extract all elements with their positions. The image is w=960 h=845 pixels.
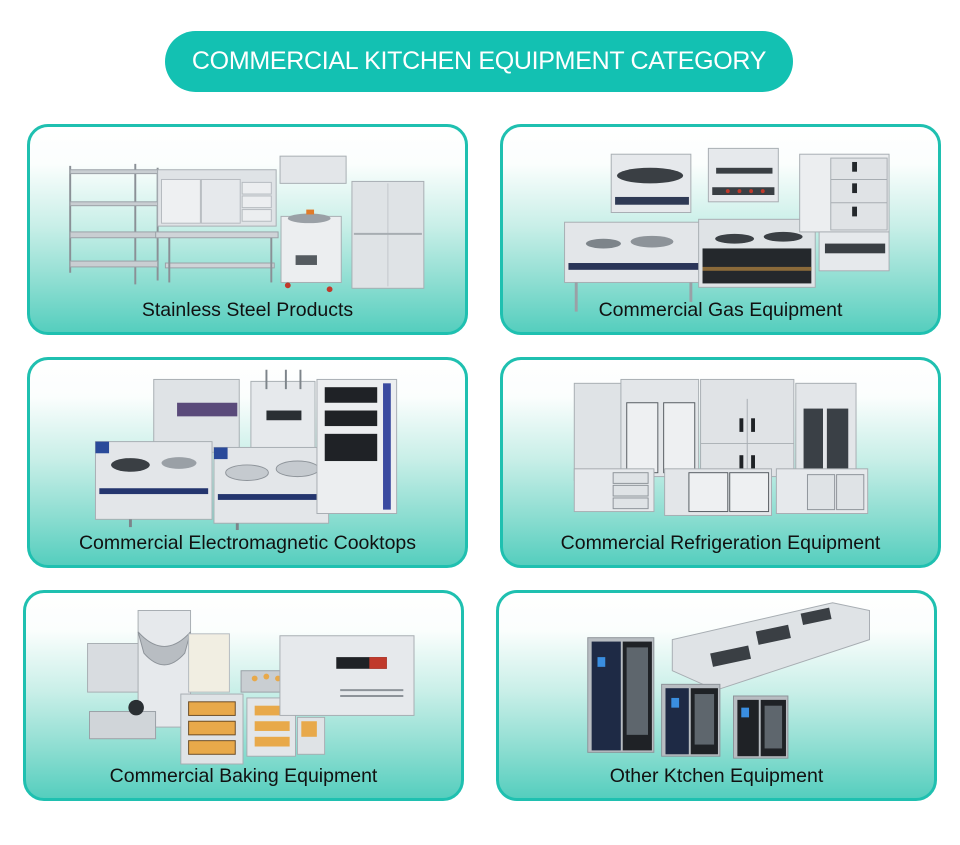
category-card-other-kitchen-equipment[interactable]: Other Ktchen Equipment bbox=[496, 590, 937, 801]
category-card-gas-equipment[interactable]: Commercial Gas Equipment bbox=[500, 124, 941, 335]
category-card-refrigeration-equipment[interactable]: Commercial Refrigeration Equipment bbox=[500, 357, 941, 568]
category-label: Commercial Electromagnetic Cooktops bbox=[78, 532, 417, 554]
page-title: COMMERCIAL KITCHEN EQUIPMENT CATEGORY bbox=[191, 47, 767, 75]
category-label: Commercial Baking Equipment bbox=[109, 765, 378, 787]
category-label: Commercial Gas Equipment bbox=[598, 299, 843, 321]
other-kitchen-equipment-image bbox=[587, 602, 871, 759]
category-card-electromagnetic-cooktops[interactable]: Commercial Electromagnetic Cooktops bbox=[27, 357, 468, 568]
category-card-baking-equipment[interactable]: Commercial Baking Equipment bbox=[23, 590, 464, 801]
category-label: Commercial Refrigeration Equipment bbox=[560, 532, 881, 554]
baking-equipment-image bbox=[87, 610, 415, 765]
category-label: Other Ktchen Equipment bbox=[609, 765, 824, 787]
refrigeration-equipment-image bbox=[573, 378, 869, 516]
electromagnetic-cooktops-image bbox=[94, 369, 398, 531]
category-banner: COMMERCIAL KITCHEN EQUIPMENT CATEGORY bbox=[165, 31, 793, 92]
category-card-stainless-steel[interactable]: Stainless Steel Products bbox=[27, 124, 468, 335]
category-label: Stainless Steel Products bbox=[141, 299, 354, 321]
stainless-steel-products-image bbox=[69, 155, 425, 293]
gas-equipment-image bbox=[564, 147, 890, 312]
